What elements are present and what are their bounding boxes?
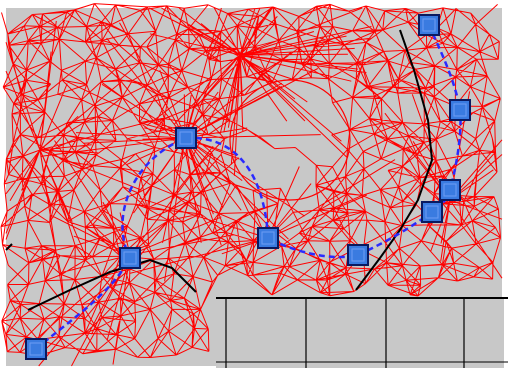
waypoint-inner-highlight	[422, 18, 436, 32]
waypoint-square-icon	[175, 127, 197, 149]
waypoint-square-icon	[25, 338, 47, 360]
triangulation-mesh	[0, 3, 503, 367]
waypoint-node-2[interactable]	[119, 247, 141, 269]
waypoint-node-4[interactable]	[257, 227, 279, 249]
grid-panel	[216, 297, 508, 368]
mesh-edges	[0, 3, 503, 367]
waypoint-node-8[interactable]	[449, 99, 471, 121]
grid-panel-fill	[216, 297, 504, 368]
waypoint-square-icon	[421, 201, 443, 223]
waypoint-inner-highlight	[261, 231, 275, 245]
waypoint-inner-highlight	[351, 248, 365, 262]
waypoint-square-icon	[449, 99, 471, 121]
waypoint-nodes[interactable]	[25, 14, 471, 360]
waypoint-square-icon	[418, 14, 440, 36]
waypoint-square-icon	[257, 227, 279, 249]
waypoint-node-7[interactable]	[439, 179, 461, 201]
waypoint-node-6[interactable]	[421, 201, 443, 223]
waypoint-square-icon	[439, 179, 461, 201]
waypoint-node-3[interactable]	[175, 127, 197, 149]
waypoint-node-1[interactable]	[25, 338, 47, 360]
waypoint-inner-highlight	[453, 103, 467, 117]
boundary-edge-mark	[5, 243, 13, 251]
waypoint-inner-highlight	[29, 342, 43, 356]
boundary-right	[355, 29, 434, 291]
route-path	[35, 24, 462, 350]
waypoint-square-icon	[119, 247, 141, 269]
waypoint-inner-highlight	[179, 131, 193, 145]
waypoint-node-9[interactable]	[418, 14, 440, 36]
route-dashed-line	[35, 24, 462, 350]
waypoint-square-icon	[347, 244, 369, 266]
waypoint-inner-highlight	[425, 205, 439, 219]
waypoint-inner-highlight	[443, 183, 457, 197]
mesh-window-outline	[229, 79, 351, 201]
waypoint-node-5[interactable]	[347, 244, 369, 266]
waypoint-inner-highlight	[123, 251, 137, 265]
